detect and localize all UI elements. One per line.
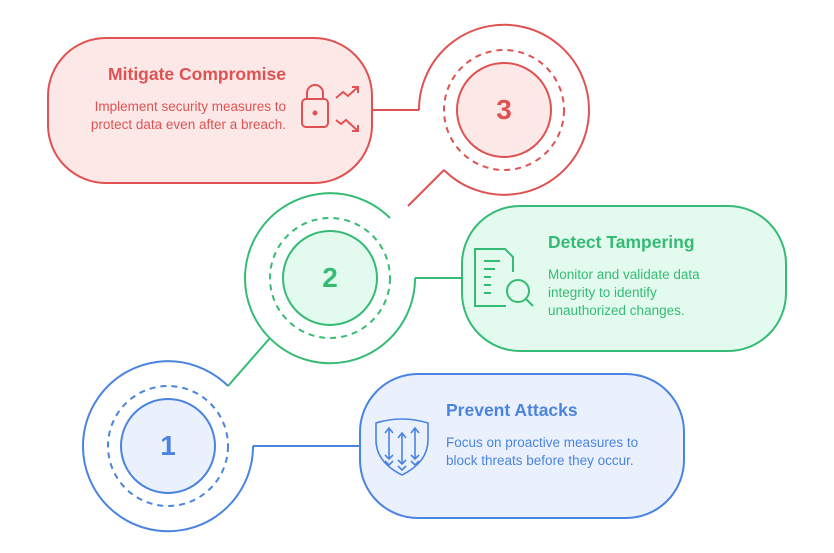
step-2-description: Monitor and validate data integrity to i… — [548, 267, 700, 318]
step-1-title: Prevent Attacks — [446, 400, 578, 420]
lock-trend-icon — [301, 84, 359, 132]
step-1-dashed-ring — [107, 385, 229, 507]
step-1-badge — [120, 398, 216, 494]
step-3-to-2-link — [407, 169, 445, 207]
step-3-text: Mitigate Compromise Implement security m… — [80, 64, 286, 134]
step-3-outer-ring — [418, 23, 590, 196]
step-2-to-1-link — [227, 337, 271, 387]
step-1-text: Prevent Attacks Focus on proactive measu… — [446, 400, 651, 470]
shield-arrows-icon — [375, 418, 429, 476]
step-2-outer-ring — [244, 192, 416, 365]
step-3-dashed-ring — [443, 49, 565, 171]
step-3-title: Mitigate Compromise — [108, 64, 286, 84]
step-1-number: 1 — [160, 430, 176, 461]
step-1-outer-ring — [82, 360, 254, 533]
step-1-graphics — [82, 360, 685, 533]
step-2-badge — [282, 230, 378, 326]
step-2-number: 2 — [322, 262, 338, 293]
step-3-description: Implement security measures to protect d… — [90, 99, 286, 132]
step-1-description: Focus on proactive measures to block thr… — [446, 435, 639, 468]
step-3-badge — [456, 62, 552, 158]
step-2-text: Detect Tampering Monitor and validate da… — [548, 232, 738, 320]
step-2-dashed-ring — [269, 217, 391, 339]
step-2-graphics — [227, 192, 787, 387]
step-3-number: 3 — [496, 94, 512, 125]
document-search-icon — [474, 248, 534, 307]
step-2-title: Detect Tampering — [548, 232, 695, 252]
step-3-graphics — [47, 23, 590, 207]
